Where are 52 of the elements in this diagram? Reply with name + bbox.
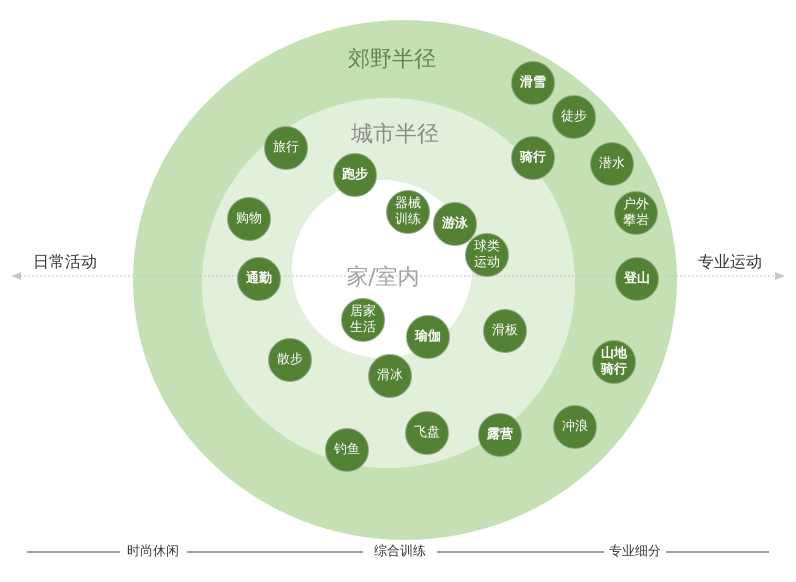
activity-label: 购物 <box>236 210 262 228</box>
activity-circle <box>552 95 596 139</box>
activity-label: 滑冰 <box>377 368 403 384</box>
activity-circle <box>465 233 509 277</box>
activity-label: 游泳 <box>442 216 468 232</box>
zone-label: 家/室内 <box>346 266 420 290</box>
activity-label: 登山 <box>624 270 650 288</box>
activity-label: 户外攀岩 <box>622 196 650 230</box>
activity-label: 滑板 <box>492 322 518 340</box>
activity-label: 球类运动 <box>473 238 501 272</box>
axis-label: 专业运动 <box>698 253 762 271</box>
zone-label: 郊野半径 <box>348 48 436 72</box>
activity-circle <box>237 257 281 301</box>
activity-circle <box>590 142 634 186</box>
activity-label: 旅行 <box>273 140 299 156</box>
activity-circle <box>592 340 636 384</box>
activity-label: 骑行 <box>520 150 546 166</box>
activity-label: 瑜伽 <box>415 328 441 346</box>
activity-circle <box>478 413 522 457</box>
scale-label: 综合训练 <box>374 544 426 560</box>
activity-circle <box>406 315 450 359</box>
activity-circle <box>615 257 659 301</box>
activity-circle <box>264 126 308 170</box>
activity-label: 冲浪 <box>562 418 588 436</box>
activity-label: 居家生活 <box>349 304 377 336</box>
activity-circle <box>511 136 555 180</box>
activity-label: 通勤 <box>246 270 272 288</box>
zone-label: 城市半径 <box>351 122 439 148</box>
activity-label: 潜水 <box>599 156 625 172</box>
scale-label: 专业细分 <box>609 544 661 560</box>
activity-label: 滑雪 <box>520 74 546 92</box>
activity-circle <box>368 354 412 398</box>
activity-circle <box>511 61 555 105</box>
activity-label: 飞盘 <box>414 424 440 442</box>
activity-circle <box>341 298 385 342</box>
activity-circle <box>227 197 271 241</box>
activity-label: 露营 <box>487 426 513 444</box>
activity-label: 散步 <box>277 352 303 368</box>
activity-label: 钓鱼 <box>334 442 360 458</box>
activity-label: 山地骑行 <box>600 346 628 378</box>
activity-circle <box>553 405 597 449</box>
activity-label: 器械训练 <box>394 196 422 228</box>
scale-label: 时尚休闲 <box>127 544 179 560</box>
activity-circle <box>333 153 377 197</box>
activity-circle <box>386 190 430 234</box>
activity-circle <box>483 309 527 353</box>
activity-circle <box>268 338 312 382</box>
activity-label: 徒步 <box>561 108 587 126</box>
axis-label: 日常活动 <box>33 253 97 271</box>
activity-circle <box>405 411 449 455</box>
activity-label: 跑步 <box>342 166 368 184</box>
activity-circle <box>614 191 658 235</box>
